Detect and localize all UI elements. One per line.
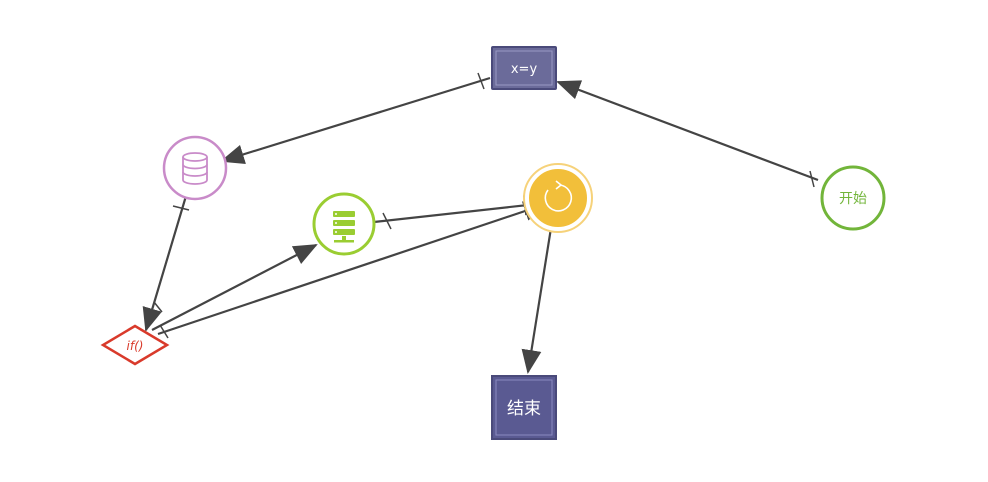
node-start[interactable]: 开始 bbox=[820, 165, 886, 231]
edge-db-to-cond[interactable] bbox=[142, 195, 188, 332]
edge-cond-tick bbox=[159, 324, 169, 339]
node-start-label: 开始 bbox=[839, 191, 867, 207]
refresh-icon bbox=[544, 180, 573, 212]
edge-server-to-sync[interactable] bbox=[373, 195, 548, 224]
node-decision[interactable]: if() bbox=[100, 324, 170, 366]
edge-cond-tick-2 bbox=[153, 301, 163, 313]
node-assign-label: x=y bbox=[511, 62, 538, 77]
node-end-label: 结束 bbox=[507, 399, 541, 419]
edge-server-tick bbox=[382, 212, 392, 230]
edges bbox=[142, 72, 819, 374]
node-sync[interactable] bbox=[523, 163, 593, 233]
edge-assign-to-db[interactable] bbox=[220, 76, 491, 165]
database-icon bbox=[182, 152, 208, 185]
edge-start-tick bbox=[809, 170, 815, 188]
edge-cond-to-sync[interactable] bbox=[157, 201, 548, 336]
server-icon bbox=[333, 211, 355, 243]
node-end[interactable]: 结束 bbox=[491, 375, 557, 440]
edge-start-to-assign[interactable] bbox=[556, 80, 819, 182]
edge-assign-tick bbox=[477, 72, 485, 90]
edge-db-tick bbox=[172, 205, 190, 211]
edge-cond-to-server[interactable] bbox=[151, 244, 318, 331]
node-server[interactable] bbox=[312, 192, 376, 256]
node-assign[interactable]: x=y bbox=[491, 46, 557, 90]
node-database[interactable] bbox=[162, 135, 228, 201]
node-decision-label: if() bbox=[127, 339, 144, 353]
